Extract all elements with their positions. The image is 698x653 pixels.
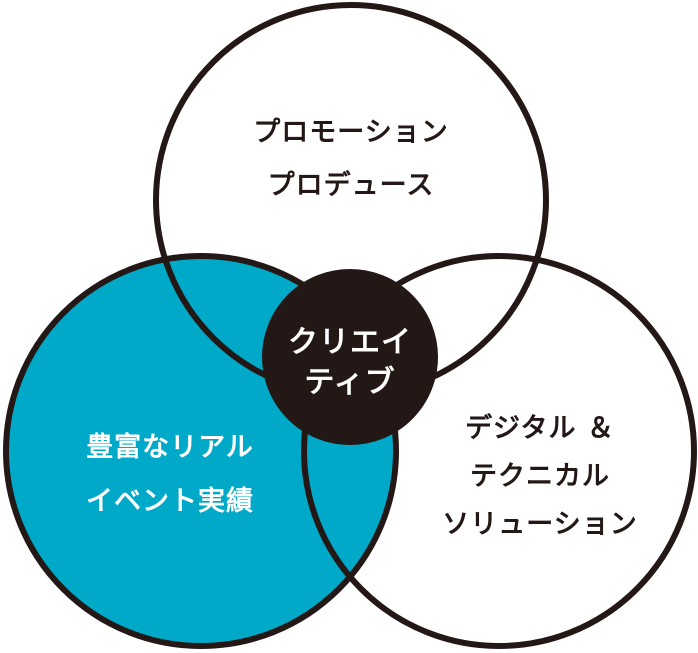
- right-label-line2: テクニカル: [470, 461, 610, 492]
- center-label-line1: クリエイ: [288, 325, 412, 360]
- top-label-line1: プロモーション: [253, 117, 448, 148]
- circle-center: [262, 269, 438, 445]
- top-label-line2: プロデュース: [268, 169, 435, 201]
- center-label-line2: ティブ: [304, 365, 395, 400]
- left-label-line1: 豊富なリアル: [86, 431, 254, 463]
- right-label-line3: ソリューション: [442, 509, 637, 540]
- circle-right: [301, 253, 697, 649]
- left-label-line2: イベント実績: [86, 485, 254, 517]
- right-label-line1: デジタル ＆: [465, 412, 615, 444]
